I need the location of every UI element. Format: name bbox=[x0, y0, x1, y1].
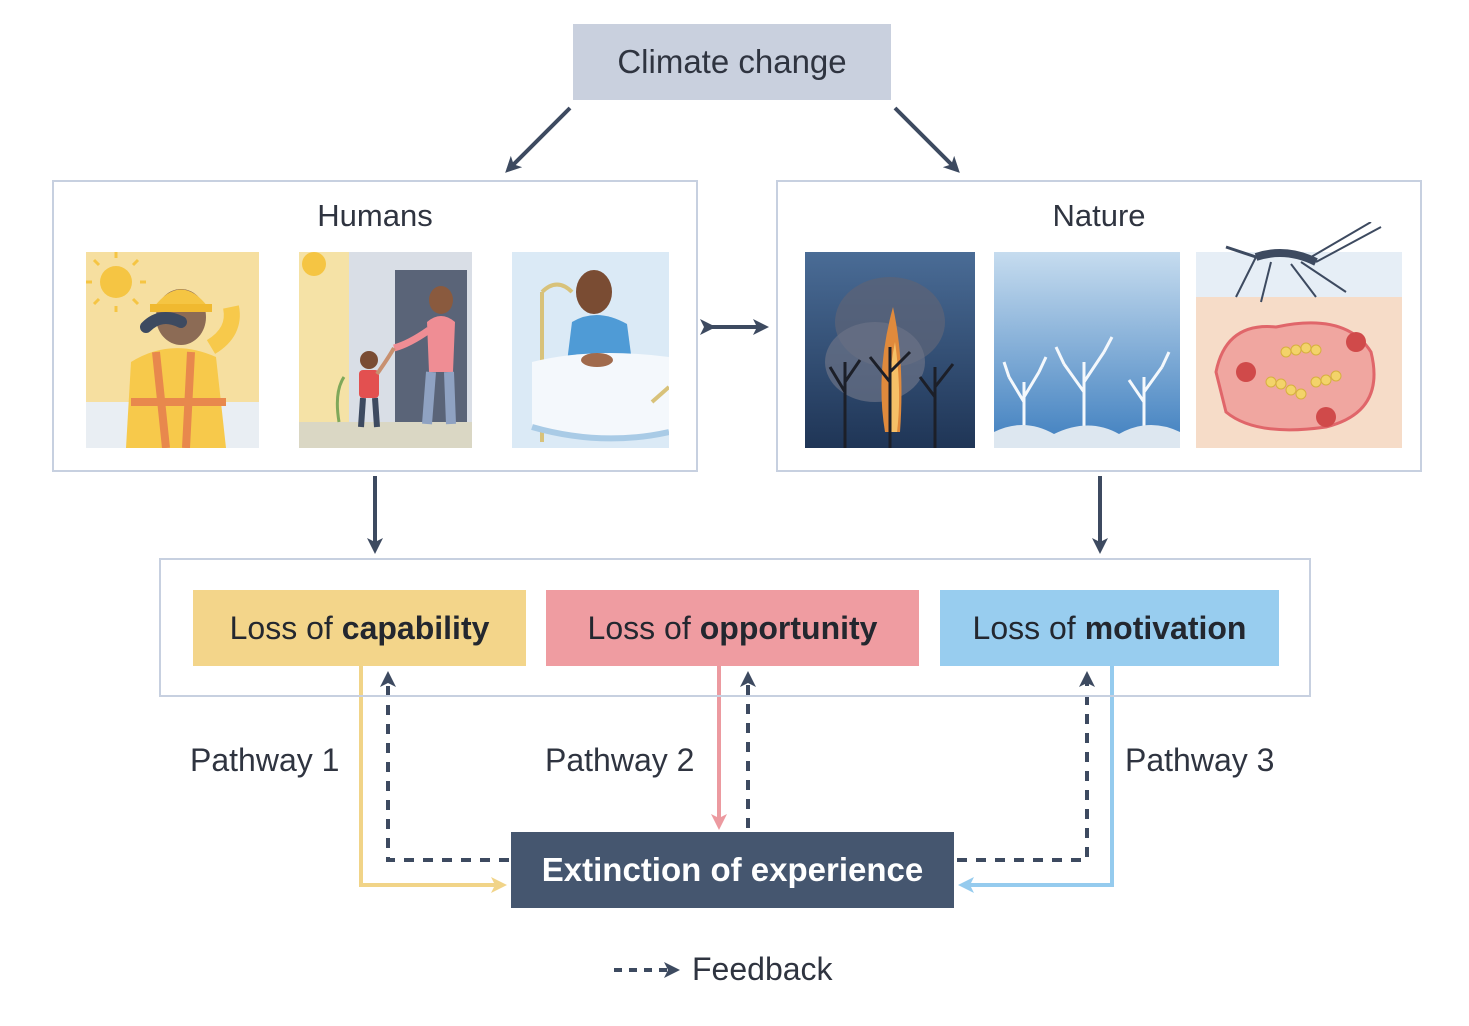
nature-title: Nature bbox=[1052, 198, 1146, 233]
losses-frame bbox=[159, 558, 1311, 697]
loss-opportunity-keyword: opportunity bbox=[699, 609, 878, 646]
mosquito-pathogen-illustration bbox=[1196, 222, 1402, 448]
feedback3-line bbox=[957, 671, 1095, 862]
climate-change-label: Climate change bbox=[617, 43, 847, 80]
pathway3-line bbox=[958, 666, 1114, 893]
pathway-1-label: Pathway 1 bbox=[190, 742, 340, 778]
loss-motivation-prefix: Loss of bbox=[972, 609, 1076, 646]
pathway-3-label: Pathway 3 bbox=[1125, 742, 1275, 778]
climate-change-box: Climate change bbox=[573, 24, 891, 100]
arrow-climate-to-nature bbox=[893, 106, 960, 173]
patient-in-bed-illustration bbox=[512, 252, 669, 448]
parent-child-illustration bbox=[299, 252, 472, 448]
loss-capability-prefix: Loss of bbox=[229, 609, 333, 646]
humans-title: Humans bbox=[317, 198, 433, 233]
feedback1-line bbox=[380, 671, 509, 862]
extinction-label: Extinction of experience bbox=[541, 851, 924, 888]
loss-of-capability-box: Loss of capability bbox=[193, 590, 526, 666]
heat-stressed-worker-illustration bbox=[86, 252, 259, 448]
arrow-climate-to-humans bbox=[505, 106, 572, 173]
legend-feedback-label: Feedback bbox=[692, 951, 833, 987]
loss-of-opportunity-box: Loss of opportunity bbox=[546, 590, 919, 666]
wildfire-forest-illustration bbox=[805, 252, 975, 448]
nature-panel: Nature bbox=[776, 180, 1422, 472]
extinction-of-experience-box: Extinction of experience bbox=[511, 832, 954, 908]
pathway1-line bbox=[359, 666, 507, 893]
loss-of-motivation-box: Loss of motivation bbox=[940, 590, 1279, 666]
loss-capability-keyword: capability bbox=[341, 609, 490, 646]
bleached-coral-illustration bbox=[994, 252, 1180, 448]
pathway-2-label: Pathway 2 bbox=[545, 742, 695, 778]
loss-motivation-keyword: motivation bbox=[1084, 609, 1247, 646]
humans-panel: Humans bbox=[52, 180, 698, 472]
loss-opportunity-prefix: Loss of bbox=[587, 609, 691, 646]
